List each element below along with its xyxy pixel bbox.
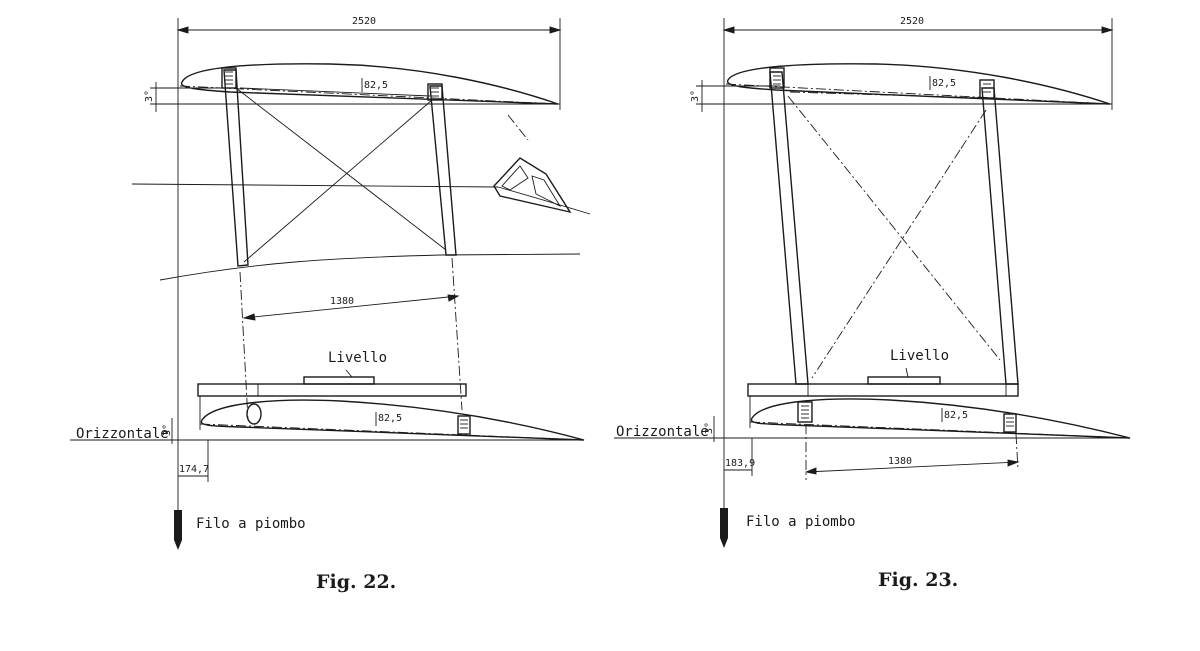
- lower-chord-label-fig23: 82,5: [944, 410, 968, 421]
- strut-spacing-label-fig22: 1380: [330, 296, 354, 307]
- bracing-wires-fig22: [235, 87, 447, 263]
- caption-fig22: Fig. 22.: [316, 571, 396, 593]
- lower-angle-label-fig23: 3°: [704, 422, 715, 434]
- upper-chord-label-fig23: 82,5: [932, 78, 956, 89]
- lower-wing-fig23: [750, 398, 1131, 439]
- right-strut-fig23: [979, 79, 1019, 385]
- plumb-bob-fig23: [720, 508, 728, 548]
- lower-angle-label-fig22: 3°: [162, 424, 173, 436]
- fuselage-fig22: [131, 114, 591, 281]
- figure-22: 2520 3° 82,5: [70, 16, 591, 593]
- level-label-fig23: Livello: [890, 348, 949, 364]
- left-strut-fig23: [769, 67, 809, 385]
- level-label-fig22: Livello: [328, 350, 387, 366]
- strut-spacing-label-fig23: 1380: [888, 456, 912, 467]
- span-dimension-fig22: [176, 18, 562, 110]
- lower-strut-fittings-fig22: [246, 403, 471, 435]
- strut-spacing-dimension-fig23: [804, 424, 1020, 480]
- strut-spacing-dimension-fig22: [239, 257, 463, 421]
- right-strut-fig22: [427, 83, 457, 256]
- lower-chord-label-fig22: 82,5: [378, 413, 402, 424]
- lower-strut-fittings-fig23: [797, 401, 1017, 433]
- level-tool-fig23: [747, 367, 1019, 428]
- bracing-wires-fig23: [787, 91, 1001, 379]
- offset-dimension-fig23: [724, 438, 753, 476]
- plumb-bob-fig22: [174, 510, 182, 550]
- span-label-fig23: 2520: [900, 16, 924, 27]
- caption-fig23: Fig. 23.: [878, 569, 958, 591]
- upper-chord-label-fig22: 82,5: [364, 80, 388, 91]
- offset-label-fig23: 183,9: [725, 458, 755, 469]
- figure-23: 2520 3° 82,5: [614, 16, 1131, 591]
- plumb-label-fig22: Filo a piombo: [196, 516, 306, 532]
- offset-dimension-fig22: [178, 440, 209, 482]
- upper-chord-line-fig22: [179, 85, 559, 105]
- left-strut-fig22: [221, 67, 249, 267]
- span-label-fig22: 2520: [352, 16, 376, 27]
- upper-wing-fig23: [726, 63, 1111, 105]
- angle-label-fig23: 3°: [690, 90, 701, 102]
- offset-label-fig22: 174,7: [179, 464, 209, 475]
- span-dimension-fig23: [722, 18, 1114, 110]
- level-tool-fig22: [197, 369, 467, 430]
- angle-label-fig22: 3°: [144, 90, 155, 102]
- plumb-label-fig23: Filo a piombo: [746, 514, 856, 530]
- horizontal-label-fig23: Orizzontale: [616, 424, 709, 440]
- horizontal-label-fig22: Orizzontale: [76, 426, 169, 442]
